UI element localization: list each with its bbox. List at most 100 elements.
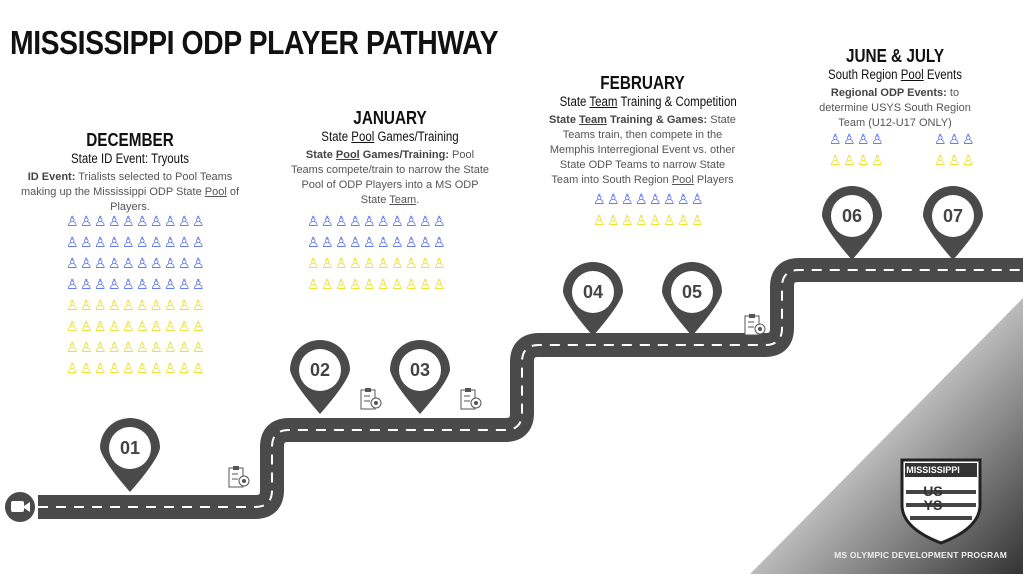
player-icon: ♙ [335,255,348,271]
player-icon: ♙ [349,255,362,271]
player-icon: ♙ [391,255,404,271]
player-icon: ♙ [80,213,93,229]
player-icon: ♙ [80,297,93,313]
player-icon: ♙ [178,339,191,355]
player-icon: ♙ [363,255,376,271]
pin-number: 07 [943,206,963,226]
player-icon: ♙ [192,276,205,292]
badge-title: MISSISSIPPI [906,465,960,475]
stage-month: FEBRUARY [600,73,685,93]
player-icon: ♙ [192,255,205,271]
player-icon: ♙ [377,276,390,292]
player-icon: ♙ [363,276,376,292]
player-icon: ♙ [307,255,320,271]
player-icon: ♙ [663,212,676,228]
player-icon: ♙ [377,255,390,271]
player-icon: ♙ [843,131,856,147]
player-icon-group: ♙♙♙♙♙♙♙♙♙♙♙♙♙♙♙♙ [593,190,704,230]
player-icon: ♙ [363,234,376,250]
player-icon: ♙ [164,318,177,334]
player-icon: ♙ [433,234,446,250]
player-icon: ♙ [164,213,177,229]
stage-month: JANUARY [353,108,427,128]
player-icon: ♙ [178,213,191,229]
player-icon: ♙ [192,339,205,355]
player-icon: ♙ [607,212,620,228]
player-icon: ♙ [150,276,163,292]
player-icon: ♙ [94,318,107,334]
clipboard-target-icon [360,388,382,410]
pin-number: 03 [410,360,430,380]
player-icon: ♙ [94,276,107,292]
clipboard-target-icon [460,388,482,410]
badge-ys: YS [923,497,943,513]
player-icon: ♙ [122,297,135,313]
player-icon: ♙ [66,276,79,292]
player-icon: ♙ [192,360,205,376]
player-icon: ♙ [433,276,446,292]
player-icon: ♙ [80,318,93,334]
player-icon: ♙ [691,191,704,207]
player-icon: ♙ [122,255,135,271]
player-icon: ♙ [94,255,107,271]
player-icon: ♙ [377,234,390,250]
player-icon: ♙ [934,152,947,168]
player-icon: ♙ [178,318,191,334]
pin-marker-06: 06 [822,186,882,260]
player-icon: ♙ [66,339,79,355]
player-icon: ♙ [335,276,348,292]
pin-number: 01 [120,438,140,458]
usys-badge [900,458,982,545]
player-icon: ♙ [321,255,334,271]
player-icon: ♙ [419,255,432,271]
pin-marker-03: 03 [390,340,450,414]
pin-marker-05: 05 [662,262,722,336]
player-icon: ♙ [108,318,121,334]
stage-subtitle: State Pool Games/Training [321,129,459,144]
player-icon: ♙ [164,339,177,355]
player-icon: ♙ [108,234,121,250]
player-icon: ♙ [307,234,320,250]
player-icon: ♙ [164,234,177,250]
player-icon: ♙ [607,191,620,207]
player-icon: ♙ [405,276,418,292]
stage-desc: State Team Training & Games: State Teams… [549,114,736,186]
player-icon: ♙ [962,131,975,147]
player-icon: ♙ [122,360,135,376]
player-icon: ♙ [94,339,107,355]
player-icon: ♙ [164,255,177,271]
badge-us: US [923,483,943,499]
player-icon: ♙ [150,213,163,229]
player-icon: ♙ [934,131,947,147]
pin-marker-04: 04 [563,262,623,336]
stage-month: DECEMBER [86,130,174,150]
pin-number: 06 [842,206,862,226]
player-icon: ♙ [335,213,348,229]
player-icon: ♙ [321,213,334,229]
player-icon: ♙ [136,276,149,292]
player-icon: ♙ [178,255,191,271]
player-icon: ♙ [192,234,205,250]
player-icon: ♙ [419,213,432,229]
pin-marker-01: 01 [100,418,160,492]
player-icon: ♙ [321,234,334,250]
player-icon: ♙ [66,255,79,271]
player-icon: ♙ [307,213,320,229]
player-icon: ♙ [363,213,376,229]
page-title: MISSISSIPPI ODP PLAYER PATHWAY [10,24,499,61]
player-icon: ♙ [391,213,404,229]
stage-desc: State Pool Games/Training: Pool Teams co… [290,149,490,206]
player-icon: ♙ [391,276,404,292]
pin-number: 02 [310,360,330,380]
player-icon: ♙ [122,213,135,229]
player-icon: ♙ [66,213,79,229]
player-icon: ♙ [66,318,79,334]
player-icon: ♙ [948,152,961,168]
player-icon: ♙ [349,213,362,229]
stage-june-july: JUNE & JULY South Region Pool Events Reg… [810,46,980,131]
stage-february: FEBRUARY State Team Training & Competiti… [545,73,740,188]
pin-number: 05 [682,282,702,302]
player-icon: ♙ [94,297,107,313]
player-icon: ♙ [192,213,205,229]
